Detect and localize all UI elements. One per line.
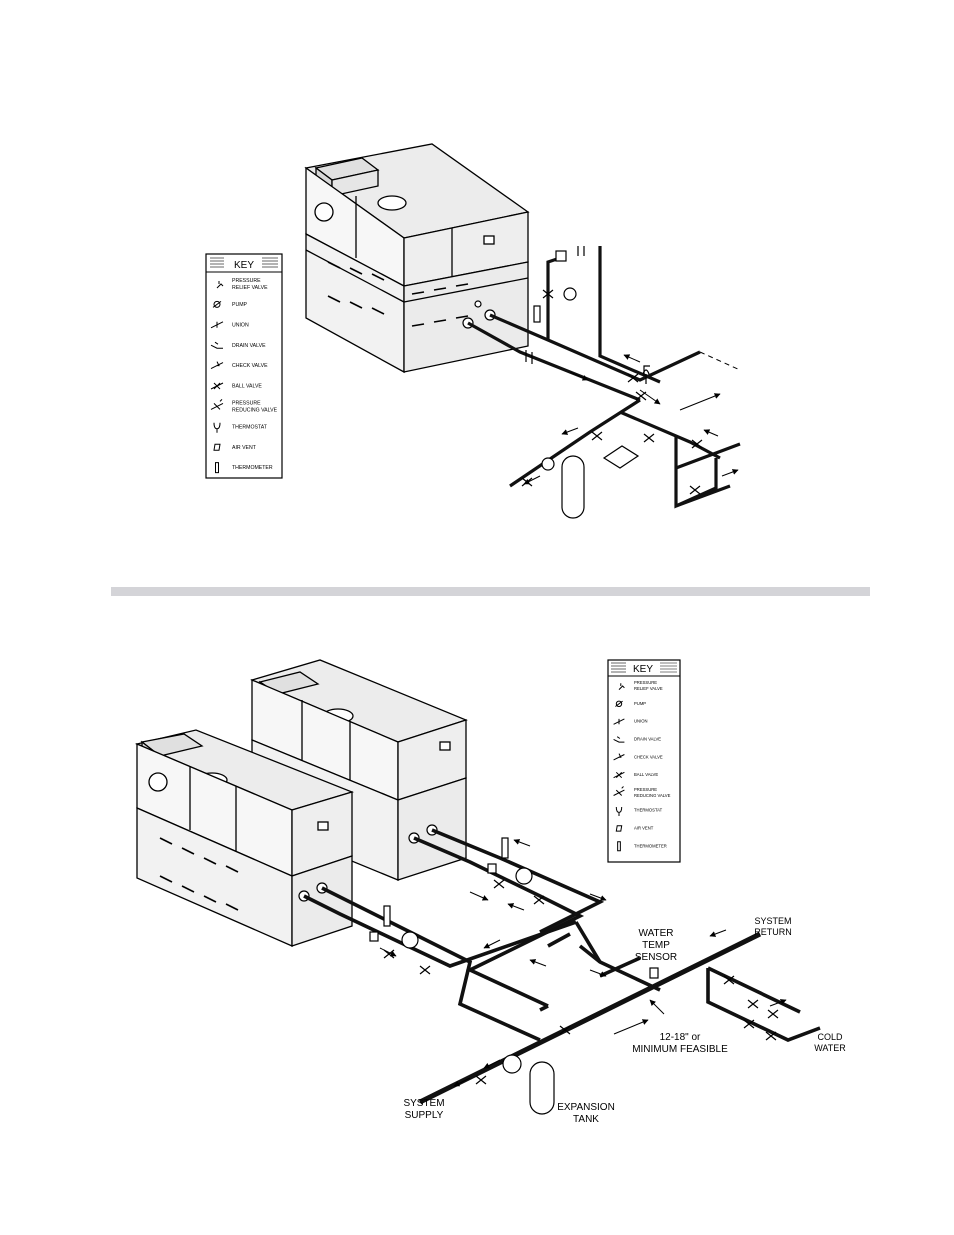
components-bottom	[369, 837, 779, 1115]
flow-arrows-bottom	[379, 839, 787, 1087]
piping-bottom	[303, 828, 821, 1105]
key-top-item-icon-6	[210, 399, 224, 410]
cold-water-label-1: COLD	[817, 1032, 843, 1042]
expansion-tank-label-1: EXPANSION	[557, 1102, 615, 1113]
key-top-item-label-8-0: AIR VENT	[232, 445, 257, 451]
thermostat-icon	[642, 369, 650, 384]
boiler-louvers-top	[327, 261, 469, 327]
key-bottom-item-label-6-0: PRESSURE	[634, 787, 657, 792]
key-top-item-icon-2	[210, 321, 224, 329]
key-top-item-label-9-0: THERMOMETER	[232, 465, 273, 471]
system-return-label-2: RETURN	[754, 927, 792, 937]
section-divider	[111, 587, 870, 596]
key-bottom-item-icon-5	[613, 771, 625, 779]
key-bottom-item-icon-9	[617, 841, 621, 852]
key-bottom-item-icon-4	[613, 753, 625, 761]
water-temp-sensor-label-3: SENSOR	[635, 952, 677, 963]
key-top-item-icon-4	[210, 361, 224, 370]
key-top-item-label-1-0: PUMP	[232, 302, 248, 308]
key-top-item-icon-7	[213, 422, 221, 433]
key-bottom-item-label-0-1: RELIEF VALVE	[634, 686, 663, 691]
expansion-tank-icon	[529, 1061, 555, 1115]
cold-water-label-2: WATER	[814, 1043, 846, 1053]
key-bottom-item-icon-1	[615, 700, 623, 707]
key-bottom-item-label-9-0: THERMOMETER	[634, 843, 667, 848]
key-bottom-item-label-3-0: DRAIN VALVE	[634, 737, 661, 742]
key-bottom-item-label-0-0: PRESSURE	[634, 680, 657, 685]
water-temp-sensor-icon	[649, 967, 659, 979]
key-top-item-label-3-0: DRAIN VALVE	[232, 343, 266, 349]
key-bottom-item-label-7-0: THERMOSTAT	[634, 808, 663, 813]
system-supply-label-1: SYSTEM	[403, 1098, 444, 1109]
key-top-item-icon-0	[216, 281, 224, 289]
key-bottom-item-icon-7	[615, 806, 623, 816]
components-top	[521, 246, 703, 519]
boiler-louvers-bottom	[159, 837, 239, 911]
boiler-unit-front	[134, 729, 354, 947]
key-top-item-label-6-0: PRESSURE	[232, 400, 261, 406]
dual-boiler-diagram: WATER TEMP SENSOR SYSTEM RETURN COLD WAT…	[134, 659, 846, 1125]
key-top-item-icon-5	[210, 382, 224, 390]
key-bottom-item-label-8-0: AIR VENT	[634, 826, 654, 831]
key-bottom-item-label-2-0: UNION	[634, 719, 648, 724]
labels-bottom: WATER TEMP SENSOR SYSTEM RETURN COLD WAT…	[403, 916, 846, 1125]
key-top-item-label-2-0: UNION	[232, 322, 249, 328]
key-top-item-label-0-0: PRESSURE	[232, 278, 261, 284]
ball-valve-icon	[542, 289, 554, 299]
key-bottom-item-label-1-0: PUMP	[634, 701, 646, 706]
key-title-top: KEY	[234, 260, 254, 271]
key-top-item-icon-1	[212, 300, 222, 308]
system-return-label-1: SYSTEM	[754, 916, 791, 926]
key-bottom-item-icon-2	[613, 718, 625, 725]
system-supply-label-2: SUPPLY	[405, 1110, 444, 1121]
key-bottom-item-label-5-0: BALL VALVE	[634, 772, 658, 777]
air-vent-icon	[555, 250, 567, 262]
key-top-item-label-0-1: RELIEF VALVE	[232, 285, 268, 291]
water-temp-sensor-label-1: WATER	[639, 928, 674, 939]
thermometer-icon	[533, 305, 541, 323]
key-bottom-item-icon-0	[618, 683, 625, 690]
key-top-item-icon-8	[213, 443, 221, 451]
expansion-tank-icon	[561, 455, 585, 519]
sensor-plate	[602, 445, 640, 469]
key-bottom-item-label-6-1: REDUCING VALVE	[634, 793, 671, 798]
spacing-label-1: 12-18" or	[660, 1032, 701, 1043]
pump-icon	[563, 287, 577, 301]
key-top-item-icon-9	[215, 462, 219, 474]
key-bottom-item-icon-6	[613, 786, 625, 796]
key-bottom-item-icon-8	[615, 825, 623, 832]
key-title-bottom: KEY	[633, 664, 653, 675]
pump-icon	[541, 457, 555, 471]
key-top-item-label-6-1: REDUCING VALVE	[232, 408, 278, 414]
key-bottom-item-label-4-0: CHECK VALVE	[634, 754, 663, 759]
spacing-label-2: MINIMUM FEASIBLE	[632, 1044, 728, 1055]
key-top-item-label-5-0: BALL VALVE	[232, 384, 262, 390]
water-temp-sensor-label-2: TEMP	[642, 940, 670, 951]
key-top-item-label-4-0: CHECK VALVE	[232, 363, 268, 369]
key-bottom-item-icon-3	[613, 736, 625, 743]
pump-icon	[502, 1054, 522, 1074]
key-top-item-icon-3	[210, 341, 223, 349]
key-top-item-label-7-0: THERMOSTAT	[232, 424, 268, 430]
expansion-tank-label-2: TANK	[573, 1114, 599, 1125]
